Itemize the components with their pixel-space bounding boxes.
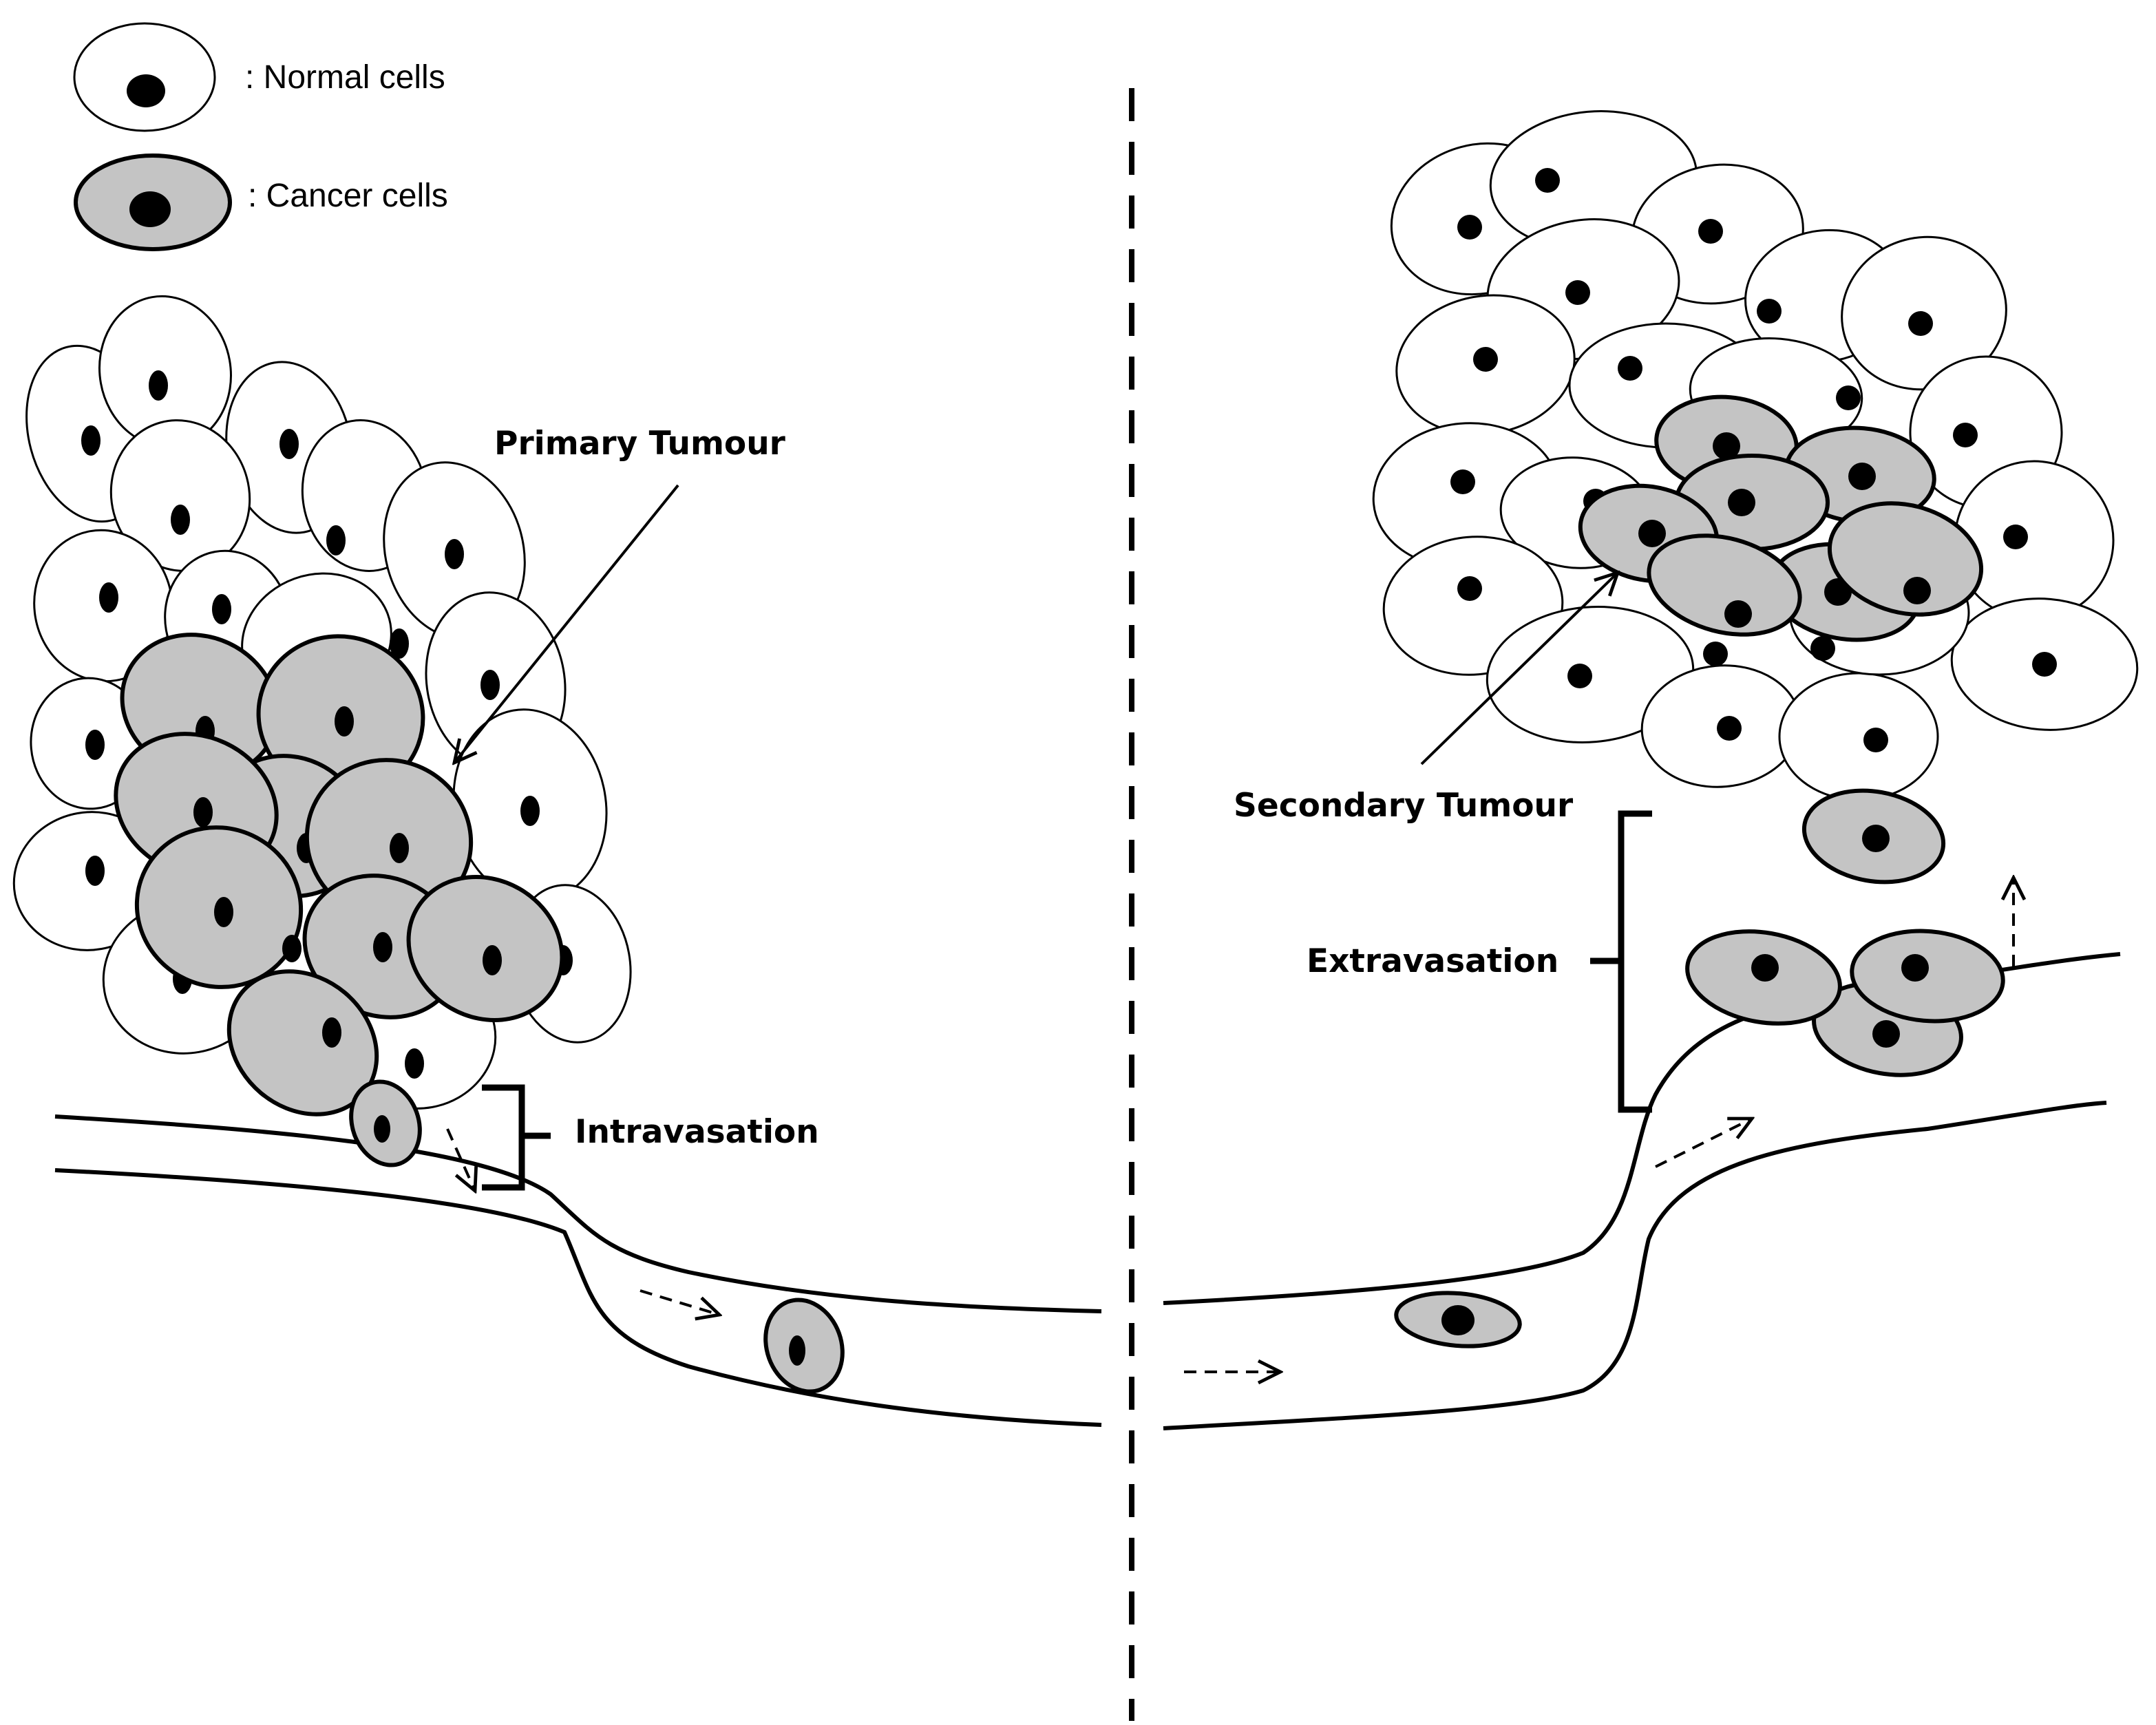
nucleus xyxy=(1703,642,1728,666)
extravasation-bracket xyxy=(1590,810,1652,1113)
intravasation-label: Intravasation xyxy=(575,1113,819,1151)
intravasation-flow-arrow xyxy=(446,1128,475,1191)
extravasating-cancer-cells xyxy=(1685,788,2005,1077)
cancer-cell xyxy=(134,825,304,989)
normal-cell xyxy=(1950,597,2139,731)
blood-vessel-right xyxy=(1163,952,2121,1430)
cancer-cell xyxy=(1801,788,1946,885)
nucleus xyxy=(282,935,302,962)
circulating-cancer-cell xyxy=(763,1298,845,1394)
normal-cell xyxy=(1486,606,1695,743)
legend-cancer-label: : Cancer cells xyxy=(248,178,448,214)
extravasation-label: Extravasation xyxy=(1307,942,1558,980)
cancer-cell xyxy=(1827,501,1984,617)
circulating-cancer-cell xyxy=(1394,1291,1522,1348)
flow-arrow-left xyxy=(640,1289,719,1315)
secondary-tumour-label: Secondary Tumour xyxy=(1234,787,1574,825)
secondary-tumour-cancer-cells xyxy=(1578,394,1984,642)
normal-cell xyxy=(1778,672,1939,801)
cancer-cell xyxy=(1685,929,1842,1026)
secondary-tumour-pointer-arrow xyxy=(1420,573,1618,765)
cancer-cell xyxy=(1850,929,2005,1024)
cancer-cell xyxy=(1647,533,1802,637)
legend-cancer-cell-icon xyxy=(74,154,232,251)
cancer-cell-intravasating xyxy=(349,1079,422,1167)
blood-vessel-left xyxy=(54,1114,1102,1427)
primary-tumour-label: Primary Tumour xyxy=(494,425,786,463)
intravasation-bracket xyxy=(482,1084,551,1191)
flow-arrow-right xyxy=(1655,1119,1752,1168)
normal-cell xyxy=(98,295,232,449)
legend-normal-label: : Normal cells xyxy=(245,59,445,96)
primary-tumour-cancer-cells xyxy=(114,633,564,1167)
cancer-cell xyxy=(406,875,564,1022)
legend-normal-cell-icon xyxy=(73,22,216,132)
primary-tumour-pointer-arrow xyxy=(454,484,679,763)
normal-cell xyxy=(109,419,251,572)
normal-cell xyxy=(1640,664,1801,788)
legend: : Normal cells : Cancer cells xyxy=(73,22,448,251)
